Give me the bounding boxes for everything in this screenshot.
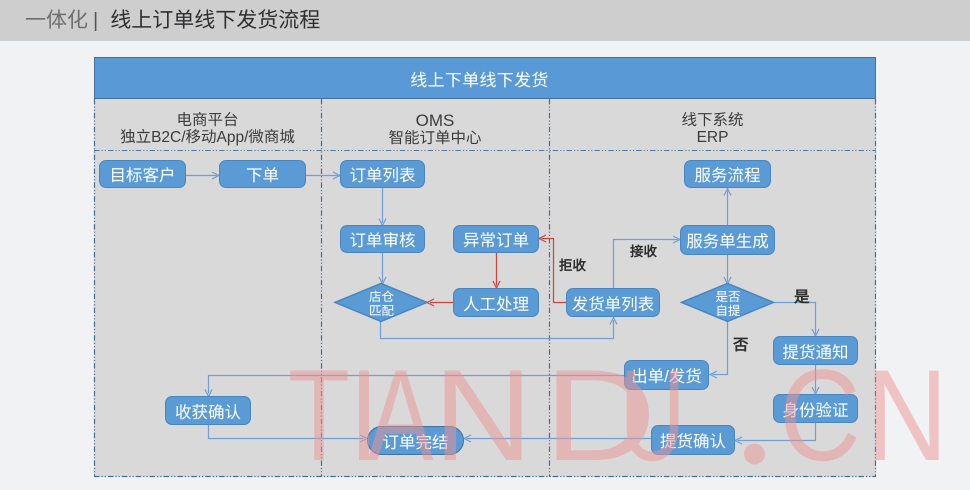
svg-text:自提: 自提 <box>715 304 741 318</box>
svg-text:是否: 是否 <box>715 290 740 304</box>
svg-text:店仓: 店仓 <box>369 290 395 304</box>
svg-text:匹配: 匹配 <box>369 304 395 318</box>
